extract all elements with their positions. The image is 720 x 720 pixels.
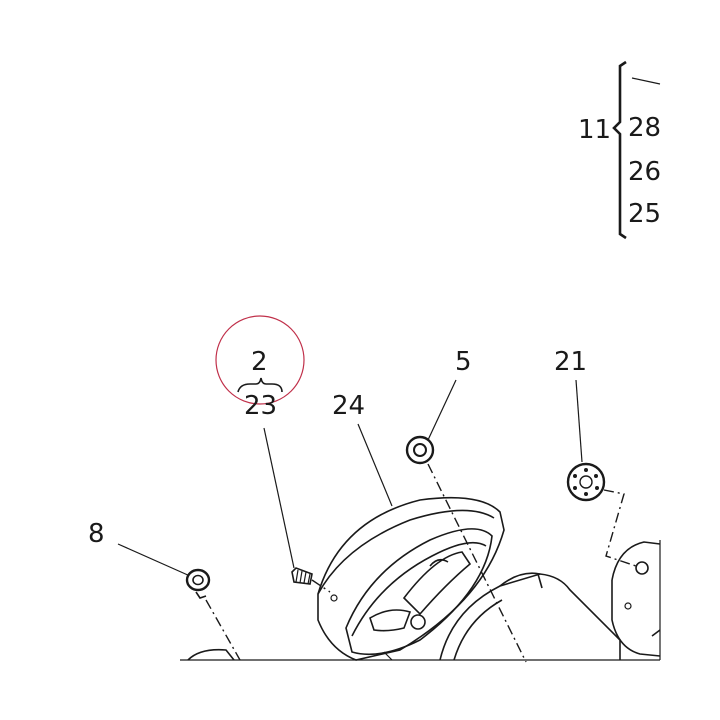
- callout-23: 23: [244, 391, 277, 421]
- callout-25: 25: [628, 199, 661, 229]
- centerline-5: [427, 463, 527, 663]
- callout-8: 8: [88, 519, 105, 549]
- handwheel-part-24: [317, 496, 505, 661]
- set-screw-part-23: [291, 567, 313, 585]
- leader-5: [427, 379, 457, 441]
- callout-5: 5: [455, 347, 472, 377]
- washer-part-5: [405, 435, 435, 465]
- leader-23: [263, 427, 295, 569]
- housing-body: [187, 541, 661, 661]
- callout-11: 11: [578, 115, 611, 145]
- centerline-23: [311, 579, 331, 593]
- callout-21: 21: [554, 347, 587, 377]
- highlight-circle: [215, 315, 305, 405]
- centerline-21: [603, 489, 637, 567]
- callout-28: 28: [628, 113, 661, 143]
- group-11-bracket: [612, 60, 661, 240]
- centerline-8: [205, 599, 241, 661]
- leader-line-top: [631, 77, 661, 85]
- leader-24: [357, 423, 393, 507]
- screw-part-8: [185, 568, 211, 599]
- callout-26: 26: [628, 157, 661, 187]
- leader-8: [117, 543, 191, 577]
- brace-2: [237, 377, 283, 393]
- callout-24: 24: [332, 391, 365, 421]
- knob-part-21: [566, 462, 606, 502]
- leader-21: [575, 379, 583, 463]
- callout-2: 2: [251, 347, 268, 377]
